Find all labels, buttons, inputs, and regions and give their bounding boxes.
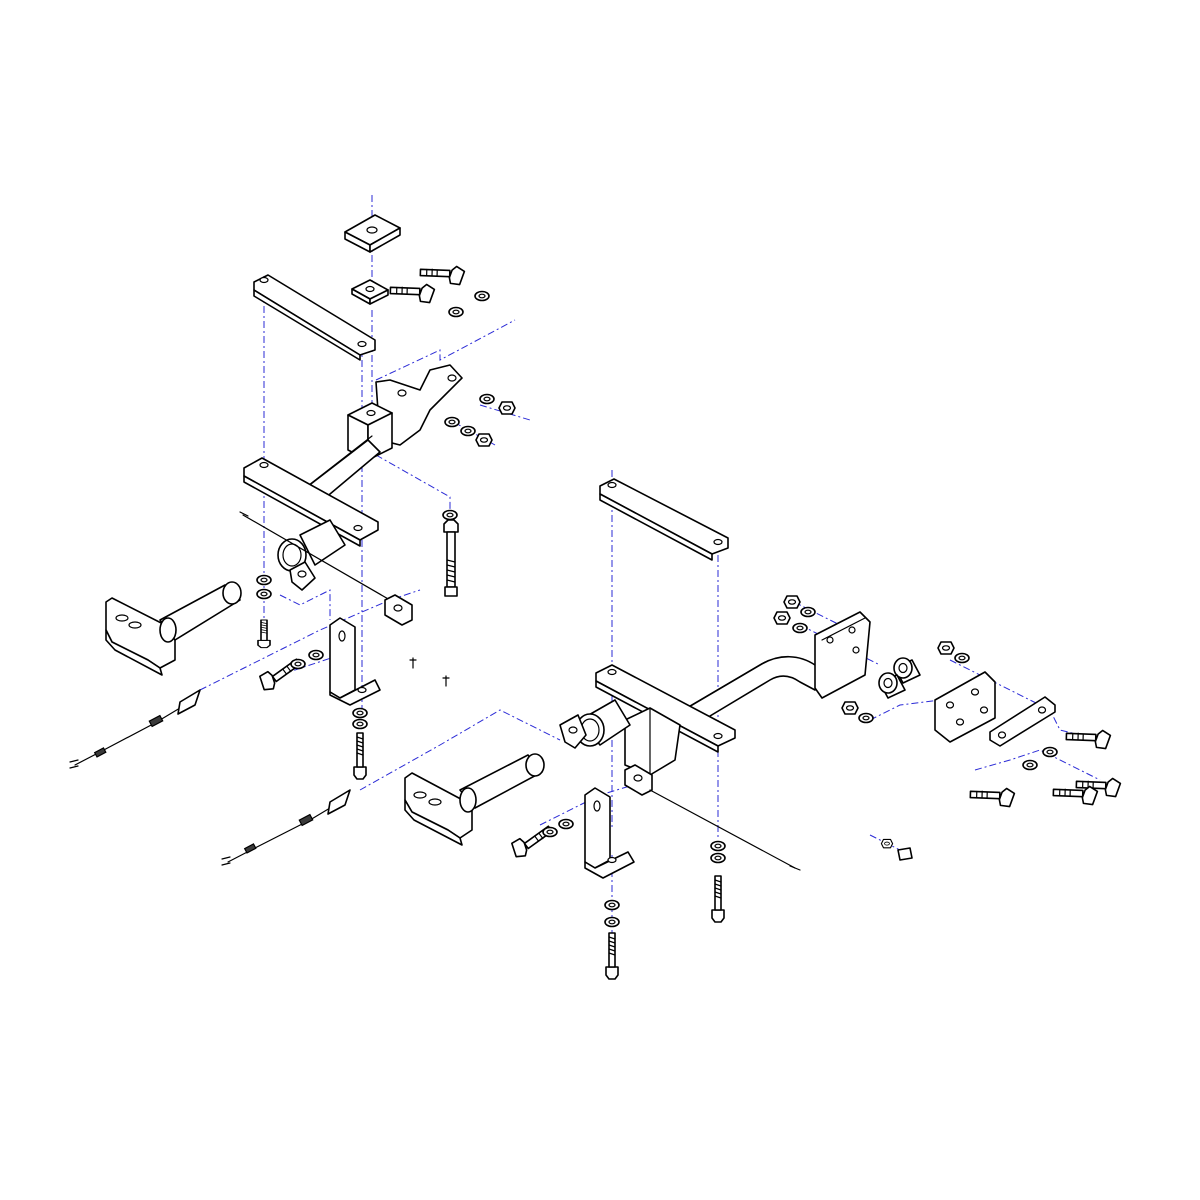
small-screws-left [409,657,450,687]
l-bracket-left [329,617,381,706]
safety-cable-left [69,689,201,769]
nut-washer-set-left [444,393,516,447]
vertical-bolt-right-a [710,840,726,923]
left-hitch-assembly [69,214,516,780]
vertical-bolt-left-b [352,707,368,780]
tab-plate-right [624,764,653,796]
spacer-cylinders [878,657,921,699]
main-tube-right [674,655,826,729]
hitch-pin-bracket-right [404,753,545,846]
square-spacer [351,279,389,305]
strap-plate-left-upper [253,274,376,361]
hitch-pin-bracket-left [105,581,242,676]
centerlines [199,195,1101,940]
right-hitch-assembly [221,478,1122,980]
side-plate-right [814,611,871,699]
horizontal-bolt-right [509,818,574,860]
nut-washer-set-right-top [773,595,816,634]
receiver-tube-end-right [559,699,631,749]
small-screw-right [880,838,913,861]
angle-plate-right-a [934,671,996,743]
spacer-block-top [344,214,401,253]
strap-plate-right-upper [599,478,729,561]
safety-cable-right [221,789,351,866]
tab-plate-left [384,594,413,626]
receiver-tube-end-left [277,519,346,591]
vertical-bolt-right-b [604,899,620,980]
receiver-block-left [347,402,393,461]
l-bracket-right [584,787,635,879]
wire-left [239,511,391,601]
receiver-block-right [624,707,681,776]
horizontal-bolt-left [257,649,324,693]
wire-right [649,789,801,871]
long-bolt-left [442,509,459,597]
side-mounting-bracket-left [375,364,463,446]
angle-plate-right-b [989,696,1056,747]
bolt-pair-top [387,254,490,318]
